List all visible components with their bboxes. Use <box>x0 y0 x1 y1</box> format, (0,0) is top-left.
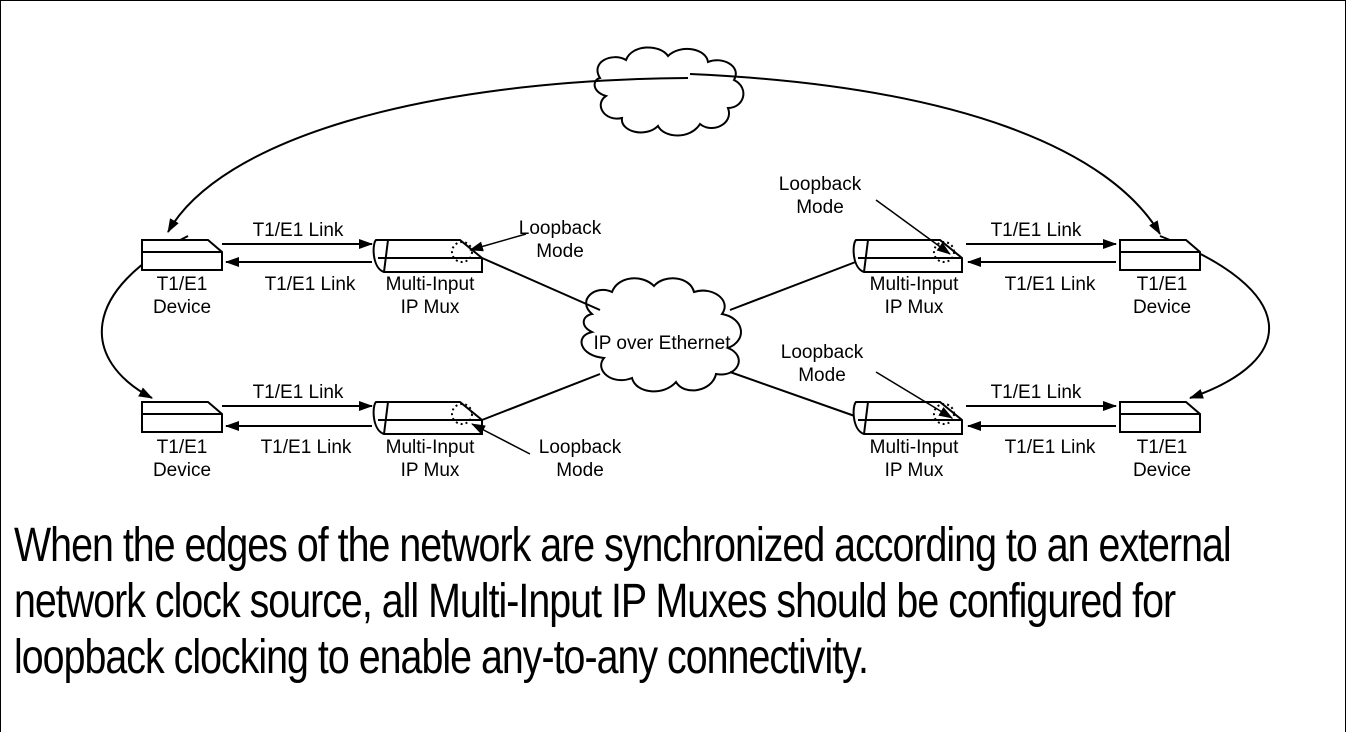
loopback-icon <box>451 403 473 425</box>
mux-bl-uplink <box>481 373 601 421</box>
clock-arc-right <box>1159 235 1271 399</box>
device-bottom-right: T1/E1 Device <box>1119 401 1201 481</box>
clock-arc-top-left <box>167 77 689 233</box>
mux-label-line2: IP Mux <box>401 460 460 481</box>
mux-tr-uplink <box>729 257 867 311</box>
device-top-right: T1/E1 Device <box>1119 239 1201 318</box>
device-label-line2: Device <box>153 297 211 318</box>
loopback-pointer <box>471 423 531 455</box>
link-label: T1/E1 Link <box>1005 437 1096 458</box>
center-cloud <box>580 277 742 393</box>
mux-label-line2: IP Mux <box>885 297 944 318</box>
mux-label-line1: Multi-Input <box>386 437 475 458</box>
loopback-pointer <box>875 371 953 419</box>
loopback-label-line2: Mode <box>796 197 844 218</box>
loopback-icon <box>933 241 955 263</box>
mux-label-line1: Multi-Input <box>870 437 959 458</box>
loopback-label-line2: Mode <box>536 241 584 262</box>
mux-br-uplink <box>729 371 867 421</box>
mux-tl-uplink <box>481 257 601 311</box>
top-cloud <box>593 46 745 137</box>
mux-label-line2: IP Mux <box>401 297 460 318</box>
loopback-pointer <box>469 233 527 252</box>
link-label: T1/E1 Link <box>991 220 1082 241</box>
device-label-line1: T1/E1 <box>1137 274 1188 295</box>
center-cloud-label: IP over Ethernet <box>594 333 732 354</box>
device-label-line1: T1/E1 <box>157 274 208 295</box>
loopback-label-line1: Loopback <box>539 437 622 458</box>
clock-arc-top-right <box>689 73 1161 235</box>
device-bottom-left: T1/E1 Device <box>141 401 223 481</box>
mux-bottom-right: Multi-Input IP Mux <box>852 401 963 481</box>
loopback-icon <box>933 403 955 425</box>
network-diagram: IP over Ethernet T1/E1 Device Multi-Inpu… <box>100 46 1271 481</box>
mux-bottom-left: Multi-Input IP Mux <box>372 401 483 481</box>
loopback-label-line1: Loopback <box>781 342 864 363</box>
loopback-pointer <box>875 199 951 255</box>
link-label: T1/E1 Link <box>261 437 352 458</box>
mux-label-line1: Multi-Input <box>386 274 475 295</box>
device-label-line2: Device <box>1133 460 1191 481</box>
figure-caption: When the edges of the network are synchr… <box>14 519 1232 684</box>
link-label: T1/E1 Link <box>1005 274 1096 295</box>
device-label-line2: Device <box>1133 297 1191 318</box>
device-label-line1: T1/E1 <box>1137 437 1188 458</box>
device-top-left: T1/E1 Device <box>141 239 223 318</box>
mux-label-line2: IP Mux <box>885 460 944 481</box>
device-label-line1: T1/E1 <box>157 437 208 458</box>
mux-label-line1: Multi-Input <box>870 274 959 295</box>
link-label: T1/E1 Link <box>991 382 1082 403</box>
loopback-label-line2: Mode <box>556 460 604 481</box>
link-label: T1/E1 Link <box>253 220 344 241</box>
loopback-icon <box>451 241 473 263</box>
link-label: T1/E1 Link <box>265 274 356 295</box>
loopback-label-line1: Loopback <box>519 218 602 239</box>
loopback-label-line2: Mode <box>798 365 846 386</box>
link-label: T1/E1 Link <box>253 382 344 403</box>
mux-top-right: Multi-Input IP Mux <box>852 239 963 318</box>
device-label-line2: Device <box>153 460 211 481</box>
mux-top-left: Multi-Input IP Mux <box>372 239 483 318</box>
loopback-label-line1: Loopback <box>779 174 862 195</box>
